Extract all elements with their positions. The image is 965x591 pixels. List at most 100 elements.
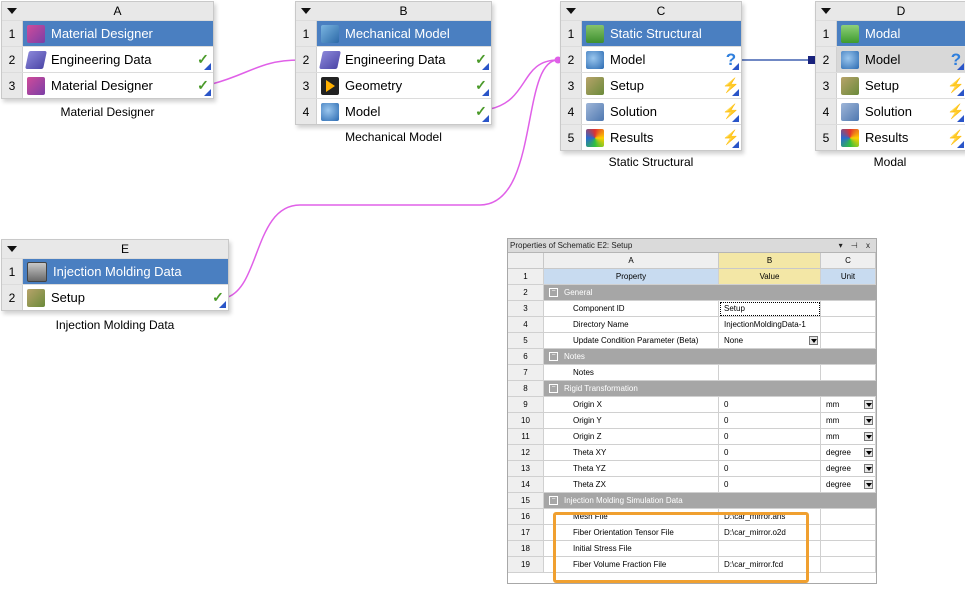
unit-cell[interactable]: degree xyxy=(821,461,876,477)
system-menu-button[interactable] xyxy=(561,2,581,20)
column-letter-b[interactable]: B xyxy=(719,253,821,269)
dropdown-arrow-icon[interactable] xyxy=(864,432,873,441)
unit-cell[interactable]: mm xyxy=(821,413,876,429)
unit-cell[interactable] xyxy=(821,333,876,349)
dropdown-arrow-icon[interactable] xyxy=(864,480,873,489)
unit-cell[interactable]: mm xyxy=(821,429,876,445)
system-menu-button[interactable] xyxy=(296,2,316,20)
collapse-icon[interactable]: − xyxy=(549,352,558,361)
system-menu-button[interactable] xyxy=(2,2,22,20)
row-number: 15 xyxy=(508,493,544,509)
system-menu-button[interactable] xyxy=(2,240,22,258)
section-row[interactable]: 2−General xyxy=(508,285,876,301)
value-cell[interactable]: None xyxy=(719,333,821,349)
section-row[interactable]: 8−Rigid Transformation xyxy=(508,381,876,397)
unit-cell[interactable] xyxy=(821,365,876,381)
system-menu-button[interactable] xyxy=(816,2,836,20)
value-cell[interactable]: Setup xyxy=(719,301,821,317)
section-header[interactable]: −Rigid Transformation xyxy=(544,381,876,397)
column-letter-c[interactable]: C xyxy=(821,253,876,269)
value-cell[interactable]: D:\car_mirror.fcd xyxy=(719,557,821,573)
dropdown-arrow-icon[interactable] xyxy=(864,416,873,425)
material-designer-icon xyxy=(27,24,45,43)
value-cell[interactable]: 0 xyxy=(719,429,821,445)
value-cell[interactable] xyxy=(719,365,821,381)
unit-cell[interactable] xyxy=(821,509,876,525)
value-cell[interactable]: 0 xyxy=(719,461,821,477)
value-cell[interactable] xyxy=(719,541,821,557)
property-name-cell: Theta ZX xyxy=(544,477,719,493)
value-cell[interactable]: 0 xyxy=(719,397,821,413)
unit-cell[interactable]: mm xyxy=(821,397,876,413)
value-cell[interactable]: 0 xyxy=(719,413,821,429)
unit-cell[interactable] xyxy=(821,301,876,317)
collapse-icon[interactable]: − xyxy=(549,496,558,505)
collapse-icon[interactable]: − xyxy=(549,384,558,393)
unit-cell[interactable] xyxy=(821,541,876,557)
unit-cell[interactable]: degree xyxy=(821,445,876,461)
value-cell[interactable]: D:\car_mirror.o2d xyxy=(719,525,821,541)
corner-icon xyxy=(957,89,964,96)
value-cell[interactable]: 0 xyxy=(719,445,821,461)
unit-cell[interactable] xyxy=(821,525,876,541)
dropdown-arrow-icon[interactable] xyxy=(864,464,873,473)
dropdown-arrow-icon[interactable] xyxy=(864,400,873,409)
unit-cell[interactable] xyxy=(821,317,876,333)
unit-cell[interactable]: degree xyxy=(821,477,876,493)
panel-controls[interactable]: ▾ ⊣ x xyxy=(838,241,873,250)
section-header[interactable]: −Notes xyxy=(544,349,876,365)
collapse-icon[interactable]: − xyxy=(549,288,558,297)
column-letter-a[interactable]: A xyxy=(544,253,719,269)
section-header[interactable]: −Injection Molding Simulation Data xyxy=(544,493,876,509)
section-row[interactable]: 6−Notes xyxy=(508,349,876,365)
dropdown-arrow-icon[interactable] xyxy=(809,336,818,345)
corner-icon xyxy=(732,141,739,148)
dropdown-arrow-icon[interactable] xyxy=(864,448,873,457)
value-cell[interactable]: D:\car_mirror.ans xyxy=(719,509,821,525)
section-header[interactable]: −General xyxy=(544,285,876,301)
value-cell[interactable]: 0 xyxy=(719,477,821,493)
section-row[interactable]: 15−Injection Molding Simulation Data xyxy=(508,493,876,509)
unit-cell[interactable] xyxy=(821,557,876,573)
value-cell[interactable]: InjectionMoldingData-1 xyxy=(719,317,821,333)
system-caption-d: Modal xyxy=(873,155,907,169)
